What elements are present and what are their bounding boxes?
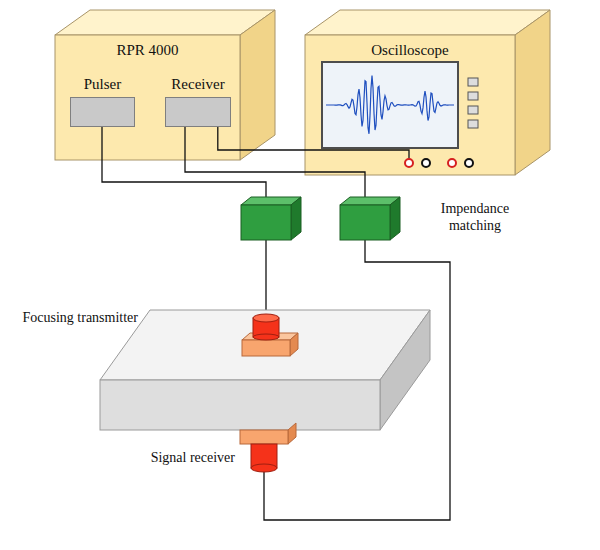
- transducer-base-top: [242, 333, 298, 340]
- component-label: Focusing transmitter: [5, 309, 138, 326]
- waveform: [326, 76, 454, 134]
- transducer-cap: [253, 314, 279, 322]
- scope-button: [468, 120, 478, 128]
- plate-side: [380, 310, 430, 430]
- transducer-base-side: [290, 333, 298, 356]
- component-label: Impendance matching: [425, 200, 525, 234]
- terminal: [448, 159, 456, 167]
- scope-button: [468, 106, 478, 114]
- port-label: Pulser: [84, 75, 122, 93]
- device-side: [240, 10, 275, 160]
- waveform-trace: [326, 76, 454, 134]
- terminal: [422, 159, 430, 167]
- scope-screen: [322, 62, 458, 148]
- plate-top: [100, 310, 430, 380]
- transducer-base: [242, 340, 290, 356]
- port-box: Pulser: [70, 75, 135, 127]
- component-label: Signal receiver: [100, 449, 235, 466]
- device-label: Oscilloscope: [371, 41, 448, 59]
- scope-button: [468, 78, 478, 86]
- device-box: RPR 4000Pulser Receiver: [55, 35, 240, 160]
- terminal: [405, 159, 413, 167]
- transmitter-wire: [265, 240, 266, 316]
- matching-box: [241, 205, 291, 240]
- scope-button: [468, 92, 478, 100]
- receiver-base-side: [288, 423, 296, 444]
- scope-top: [305, 10, 550, 35]
- device-top: [55, 10, 275, 35]
- scope-side: [515, 10, 550, 175]
- transducer-rim: [253, 334, 279, 340]
- device-front: [55, 35, 240, 160]
- matching-box-side: [291, 197, 301, 240]
- plate-front: [100, 380, 380, 430]
- matching-box-side: [390, 197, 400, 240]
- port-label: Receiver: [171, 75, 224, 93]
- receiver-cap: [251, 464, 277, 472]
- device-box: Oscilloscope: [305, 35, 515, 175]
- port-box: Receiver: [165, 75, 231, 127]
- receiver-base: [240, 430, 288, 444]
- signal-cable: [218, 127, 305, 150]
- terminal: [465, 159, 473, 167]
- device-label: RPR 4000: [116, 41, 178, 59]
- scope-front: [305, 35, 515, 175]
- matching-box: [340, 205, 390, 240]
- port-socket: [70, 97, 135, 127]
- port-socket: [165, 97, 231, 127]
- scope-input-wire: [305, 150, 409, 160]
